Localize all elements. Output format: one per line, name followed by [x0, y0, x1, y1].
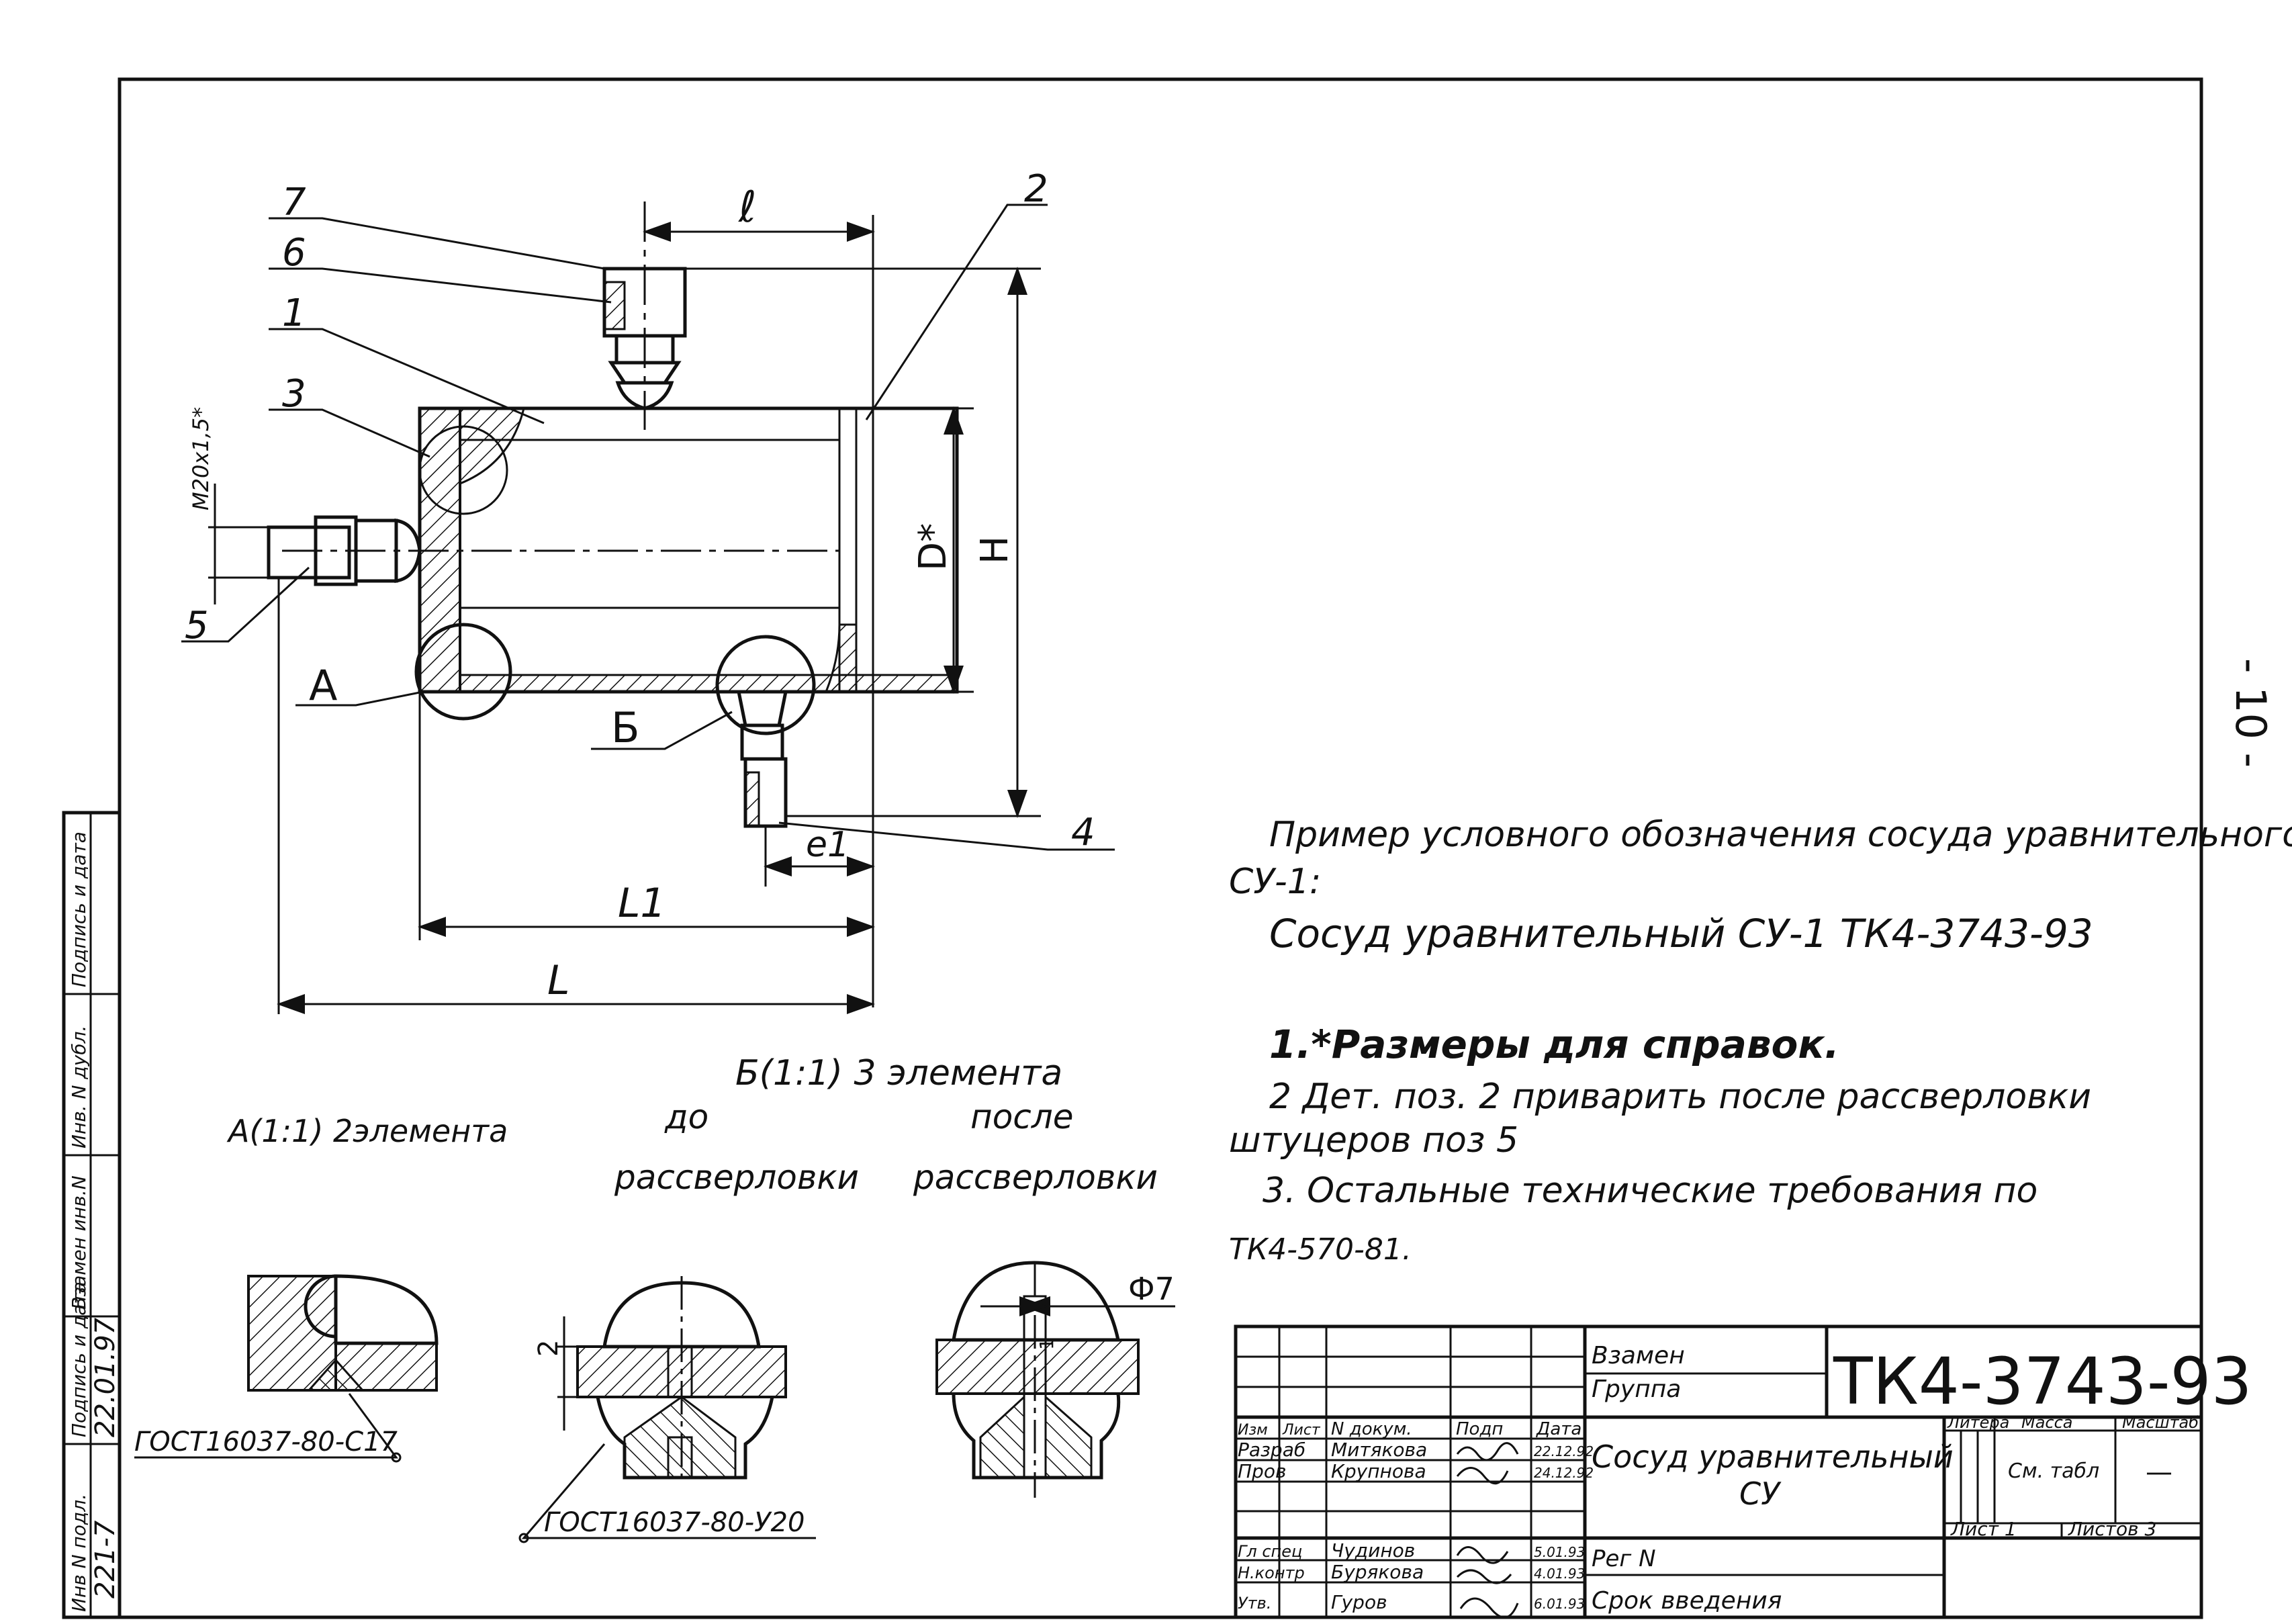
- tb-name-1-row: Крупнова: [1331, 1460, 1426, 1482]
- dim-two: 2: [533, 1340, 564, 1357]
- main-view: ℓ H D* M20x1,5* L1 L e1 7 6 1: [181, 167, 1115, 1014]
- detail-A: А(1:1) 2элемента ГОСТ16037-80-С17: [134, 1113, 508, 1463]
- tb-date-0: 22.12.92: [1534, 1443, 1594, 1459]
- tb-role-5: Утв.: [1238, 1594, 1271, 1613]
- tb-vzamen: Взамен: [1592, 1342, 1685, 1369]
- notes: Пример условного обозначения сосуда урав…: [1229, 815, 2292, 1267]
- callout-B: Б: [611, 703, 640, 752]
- bottom-wall: [459, 674, 958, 693]
- dim-phi7: Ф7: [1128, 1271, 1175, 1307]
- note-2a: 2 Дет. поз. 2 приварить после рассверлов…: [1269, 1077, 2091, 1117]
- callout-A: А: [309, 661, 337, 710]
- tb-massa-val: См. табл: [2008, 1459, 2099, 1483]
- example-line-2: СУ-1:: [1229, 862, 1321, 902]
- tb-date-3: 5.01.93: [1534, 1544, 1585, 1560]
- bottom-fitting: [736, 690, 788, 828]
- dim-L1: L1: [618, 880, 666, 927]
- tb-head-data: Дата: [1536, 1419, 1582, 1439]
- tb-litera: Литера: [1947, 1413, 2009, 1432]
- tb-role-0: Разраб: [1238, 1439, 1305, 1461]
- tb-listov: Листов 3: [2068, 1518, 2156, 1540]
- side-stamp: Инв N подл. Подпись и дата Взамен инв.N …: [62, 811, 122, 1619]
- dim-L: L: [547, 957, 569, 1004]
- callout-5: 5: [185, 604, 209, 647]
- title-block: Взамен Группа ТК4-3743-93 Сосуд уравните…: [1234, 1324, 2252, 1619]
- tb-name-1: Сосуд уравнительный: [1592, 1439, 1954, 1475]
- side-date-value: 22.01.97: [90, 1317, 121, 1437]
- signature-3: [1456, 1546, 1509, 1564]
- detail-B: Б(1:1) 3 элемента до рассверловки после …: [518, 1053, 1175, 1543]
- example-line-1: Пример условного обозначения сосуда урав…: [1269, 815, 2292, 855]
- detail-B-circle: [715, 635, 816, 735]
- side-inv-podl: Инв N подл.: [68, 1494, 90, 1612]
- tb-role-3: Гл спец: [1238, 1542, 1302, 1561]
- callout-2: 2: [1024, 167, 1048, 211]
- tb-role-4: Н.контр: [1238, 1564, 1305, 1582]
- left-fitting: [267, 515, 422, 586]
- tb-head-izm: Изм: [1238, 1422, 1268, 1439]
- tb-name-3: Чудинов: [1331, 1539, 1415, 1562]
- tb-head-list: Лист: [1282, 1422, 1321, 1439]
- dim-H: H: [973, 536, 1017, 564]
- detail-B-before-2: рассверловки: [614, 1158, 859, 1197]
- side-podpis-data: Подпись и дата: [68, 1281, 90, 1437]
- tb-name-0: Митякова: [1331, 1439, 1427, 1461]
- detail-A-circle: [414, 623, 512, 721]
- signature-1: [1456, 1467, 1509, 1485]
- detail-A-title: А(1:1) 2элемента: [226, 1113, 508, 1149]
- detail-B-title: Б(1:1) 3 элемента: [735, 1053, 1062, 1093]
- tb-srok: Срок введения: [1592, 1587, 1782, 1615]
- tb-masshtab: Масштаб: [2122, 1413, 2199, 1432]
- tb-massa: Масса: [2021, 1413, 2073, 1432]
- dim-one: 1: [1036, 1338, 1058, 1350]
- side-inv-value: 221-7: [90, 1520, 121, 1598]
- note-3b: ТК4-570-81.: [1229, 1232, 1412, 1267]
- signature-4: [1456, 1569, 1512, 1584]
- note-2b: штуцеров поз 5: [1229, 1120, 1518, 1161]
- gost-B: ГОСТ16037-80-У20: [544, 1507, 805, 1538]
- tb-date-4: 4.01.93: [1534, 1566, 1585, 1582]
- dim-l: ℓ: [738, 183, 756, 232]
- side-podpis-data-2: Подпись и дата: [68, 831, 90, 987]
- detail-B-before-1: до: [664, 1097, 708, 1136]
- tb-masshtab-val: —: [2146, 1457, 2172, 1488]
- side-vzam-inv: Взамен инв.N: [68, 1175, 90, 1310]
- tb-name-5: Гуров: [1331, 1591, 1387, 1613]
- callout-6: 6: [282, 231, 306, 275]
- callout-7: 7: [282, 181, 306, 224]
- gost-A: ГОСТ16037-80-С17: [134, 1427, 398, 1457]
- note-3a: 3. Остальные технические требования по: [1263, 1171, 2037, 1211]
- callout-4: 4: [1071, 811, 1095, 854]
- note-1: 1.*Размеры для справок.: [1269, 1022, 1839, 1067]
- tb-gruppa: Группа: [1592, 1375, 1681, 1403]
- tb-head-podp: Подп: [1456, 1419, 1503, 1439]
- tb-name-2: СУ: [1739, 1476, 1782, 1512]
- dim-thread: M20x1,5*: [188, 407, 214, 510]
- callout-3: 3: [282, 372, 306, 416]
- tb-designation: ТК4-3743-93: [1833, 1344, 2252, 1419]
- dim-e1: e1: [806, 825, 850, 865]
- tb-head-ndokum: N докум.: [1331, 1419, 1412, 1439]
- tb-list: Лист 1: [1950, 1518, 2017, 1540]
- example-line-3: Сосуд уравнительный СУ-1 ТК4-3743-93: [1269, 911, 2093, 956]
- detail-B-after-1: после: [970, 1097, 1074, 1136]
- tb-date-1: 24.12.92: [1534, 1465, 1594, 1481]
- signature-5: [1459, 1597, 1519, 1619]
- signature-0: [1456, 1442, 1519, 1461]
- side-inv-dubl: Инв. N дубл.: [68, 1026, 90, 1148]
- detail-B-after-2: рассверловки: [913, 1158, 1158, 1197]
- page-number: - 10 -: [2226, 658, 2275, 768]
- tb-role-1: Пров: [1238, 1460, 1286, 1482]
- callout-1: 1: [282, 291, 306, 335]
- tb-reg: Рег N: [1592, 1545, 1656, 1572]
- tb-name-4: Бурякова: [1331, 1561, 1424, 1583]
- dim-D: D*: [911, 523, 955, 571]
- tb-date-5: 6.01.93: [1534, 1596, 1585, 1612]
